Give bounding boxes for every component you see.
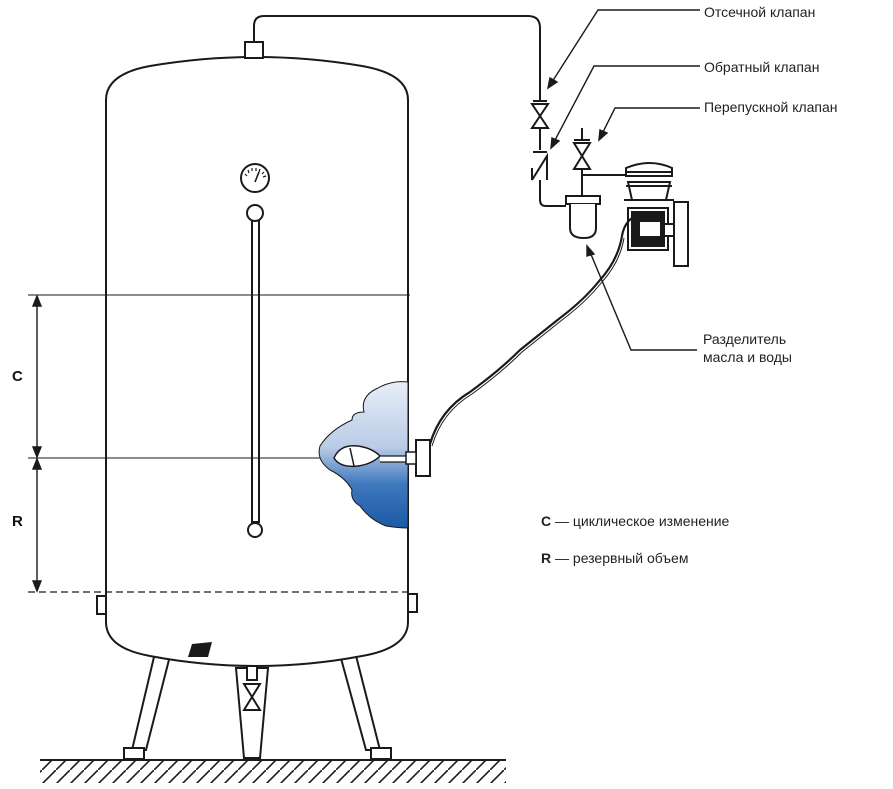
check-valve-icon [531,151,548,181]
side-lug-right [407,593,418,613]
compressor-icon [624,162,689,267]
label-separator-line1: Разделитель [703,331,787,347]
separator-icon [565,195,601,240]
bypass-valve-icon [572,128,632,196]
label-separator-line2: масла и воды [703,349,792,365]
level-gauge [246,204,264,538]
dimension-c-letter: C [12,368,23,385]
label-shutoff-valve: Отсечной клапан [704,4,816,20]
label-check-valve: Обратный клапан [704,59,820,75]
legend-r-text: — резервный объем [555,550,689,566]
top-nozzle [244,41,264,59]
dimension-r-letter: R [12,513,23,530]
pressure-gauge-icon [240,163,270,193]
legend-r-key: R [541,550,552,566]
drain-valve-icon [242,665,262,711]
nameplate [188,642,212,657]
outlet-nozzle [415,439,431,477]
callout-leaders [546,9,700,351]
legend-c: C — циклическое изменение [541,513,729,529]
legend-r: R — резервный объем [541,550,688,566]
label-bypass-valve: Перепускной клапан [704,99,838,115]
dimension-arrows [31,294,43,593]
legend-c-key: C [541,513,552,529]
legend-c-text: — циклическое изменение [555,513,730,529]
ground [40,759,506,783]
cable [428,217,633,445]
side-lug-left [96,595,107,615]
tank-cutaway [318,381,411,529]
top-pipe [253,15,541,102]
shutoff-valve-icon [530,100,550,129]
